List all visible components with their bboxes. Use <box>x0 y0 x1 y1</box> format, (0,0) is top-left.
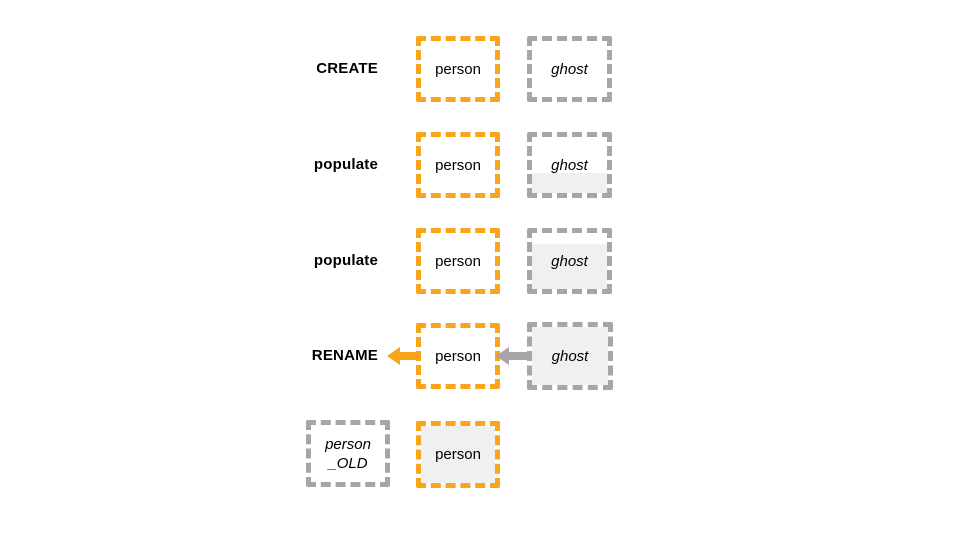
ghost-table-label: ghost <box>551 347 589 365</box>
ghost-data-fill-most <box>532 244 607 289</box>
person-table-label: person <box>435 156 481 174</box>
person-table-label: person <box>435 446 481 463</box>
person-table-box-row1: person <box>416 36 500 102</box>
op-label-populate-2: populate <box>313 252 378 269</box>
person-table-box-row3: person <box>416 228 500 294</box>
ghost-table-box-row4: ghost <box>527 322 613 390</box>
ghost-data-fill-full <box>532 327 608 385</box>
person-old-label-line1: person <box>325 435 371 453</box>
op-label-populate-1: populate <box>313 156 378 173</box>
op-label-rename: RENAME <box>311 347 378 364</box>
person-table-box-row2: person <box>416 132 500 198</box>
person-old-table-label: person _OLD <box>325 435 371 473</box>
person-old-label-line2: _OLD <box>328 454 368 472</box>
ghost-table-box-row1: ghost <box>527 36 612 102</box>
person-data-fill-full <box>421 426 495 483</box>
person-table-box-row5: person <box>416 421 500 488</box>
ghost-table-label: ghost <box>551 252 588 270</box>
ghost-table-box-row3: ghost <box>527 228 612 294</box>
person-table-label: person <box>435 347 481 365</box>
ghost-table-box-row2: ghost <box>527 132 612 198</box>
person-table-label: person <box>435 60 481 78</box>
person-table-box-row4: person <box>416 323 500 389</box>
person-table-label: person <box>435 252 481 270</box>
ghost-table-label: ghost <box>551 156 588 174</box>
rename-left-arrow-gray-icon <box>496 347 527 365</box>
op-label-create: CREATE <box>316 60 378 77</box>
ghost-data-fill-partial <box>532 173 607 193</box>
person-old-table-box: person _OLD <box>306 420 390 487</box>
ghost-table-label: ghost <box>551 60 588 78</box>
rename-left-arrow-orange-icon <box>387 347 418 365</box>
